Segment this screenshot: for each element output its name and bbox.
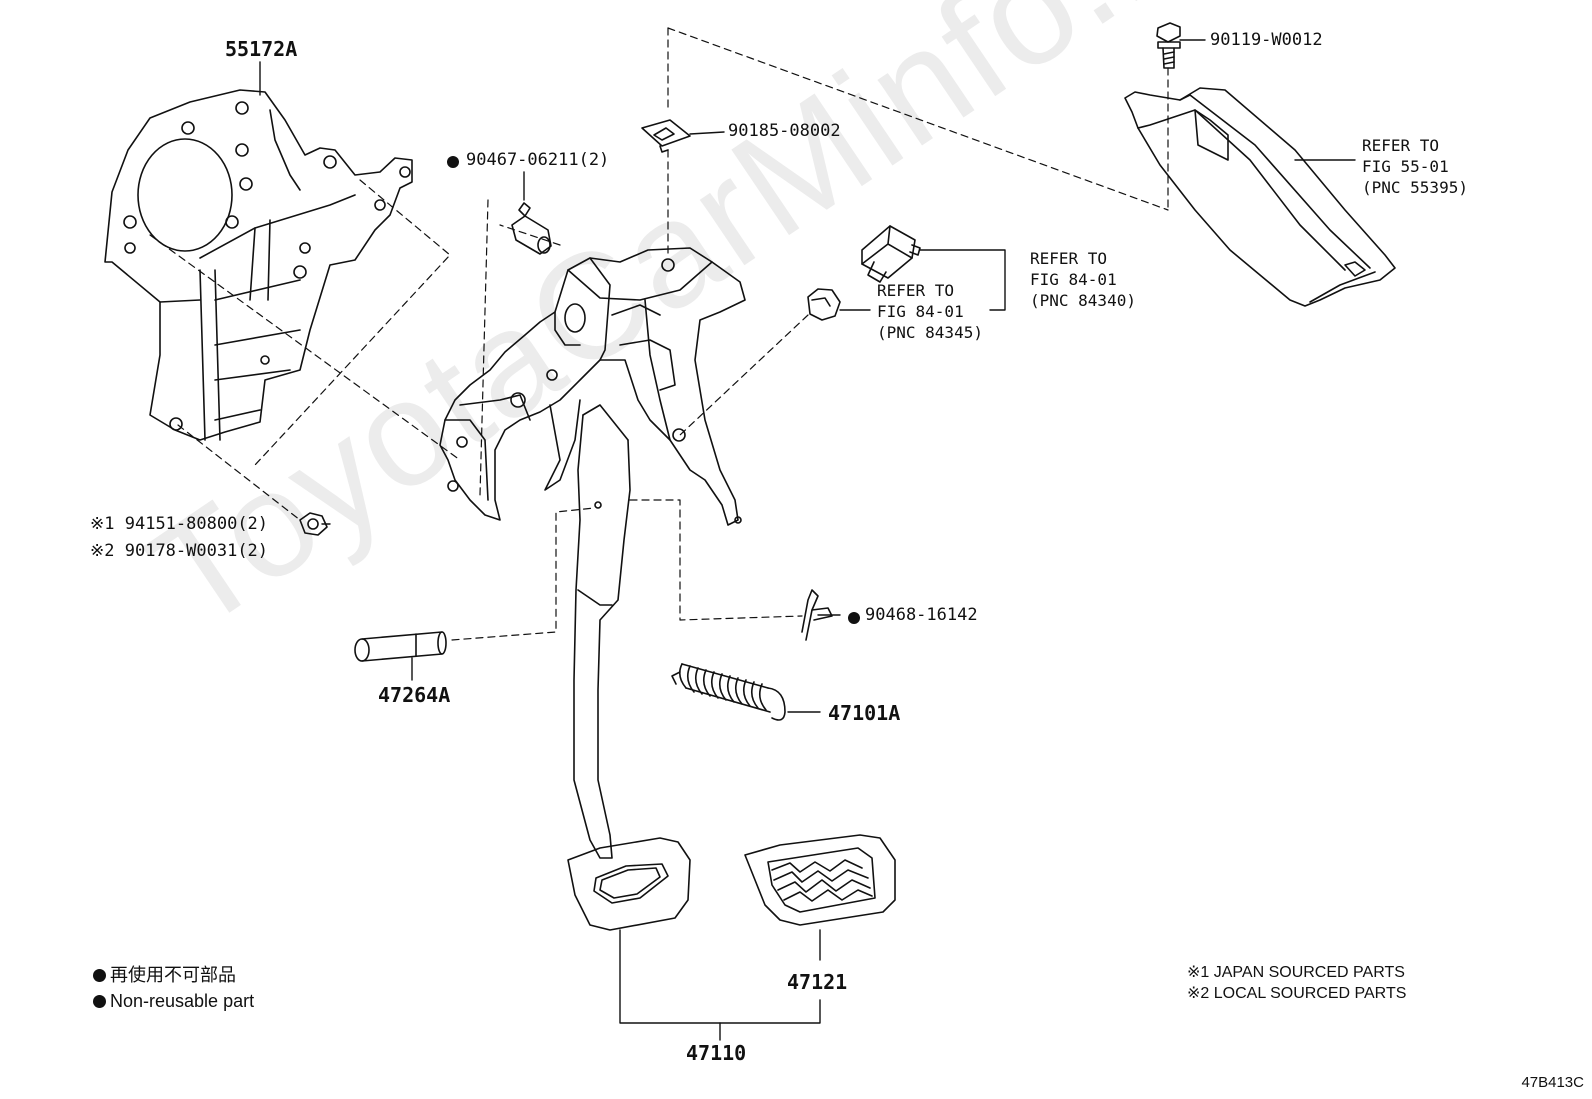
bracket-55172a [104,89,413,441]
label-nut-japan: 94151-80800(2) [124,514,269,534]
pedal-support-bracket [1124,87,1396,307]
label-top-bolt: 90119-W0012 [1210,30,1323,50]
return-spring [671,663,786,721]
note-local: ※2 LOCAL SOURCED PARTS [1187,985,1407,1002]
label-nut-japan-mark: ※1 [90,514,115,534]
label-nut-local-mark: ※2 [90,541,115,561]
label-clip: 90185-08002 [728,121,841,141]
label-nut-japan-row: ※1 94151-80800(2) [90,516,268,533]
label-pedal-pin: 47264A [378,683,451,707]
pedal-arm [573,404,631,859]
nut [299,512,328,536]
dashed-lines [149,27,1169,641]
label-pedal-assy: 47110 [686,1041,747,1065]
label-cushion: 90467-06211(2) [466,150,610,170]
legend-line-en: Non-reusable part [110,991,255,1011]
non-reusable-dot-icon [93,995,106,1008]
pedal-pad-left [567,837,691,931]
pedal-pad-right [744,834,896,926]
non-reusable-dot-icon [93,969,106,982]
ref-pnc-84340: REFER TO FIG 84-01 (PNC 84340) [1030,249,1136,310]
label-pedal-pad: 47121 [787,970,848,994]
label-clip-pin: 90468-16142 [865,605,978,625]
figure-code: 47B413C [1521,1074,1584,1091]
legend: 再使用不可部品 Non-reusable part [93,962,254,1014]
legend-line-jp: 再使用不可部品 [110,965,236,985]
note-japan: ※1 JAPAN SOURCED PARTS [1187,964,1405,981]
source-notes: ※1 JAPAN SOURCED PARTS ※2 LOCAL SOURCED … [1187,962,1406,1004]
switch-cap [807,288,841,321]
label-return-spring: 47101A [828,701,901,725]
pedal-housing [439,247,746,526]
pedal-pin [354,631,447,662]
stop-lamp-switch [861,225,921,283]
top-bolt [1156,22,1181,69]
ref-pnc-55395: REFER TO FIG 55-01 (PNC 55395) [1362,136,1468,197]
label-bracket: 55172A [225,37,298,61]
non-reusable-markers [447,156,860,624]
label-nut-local-row: ※2 90178-W0031(2) [90,543,268,560]
label-nut-local: 90178-W0031(2) [124,541,269,561]
cushion [511,202,552,255]
ref-pnc-84345: REFER TO FIG 84-01 (PNC 84345) [877,281,983,342]
leader-lines [259,39,1356,1041]
clip-pin [801,589,833,641]
clip [641,119,691,153]
